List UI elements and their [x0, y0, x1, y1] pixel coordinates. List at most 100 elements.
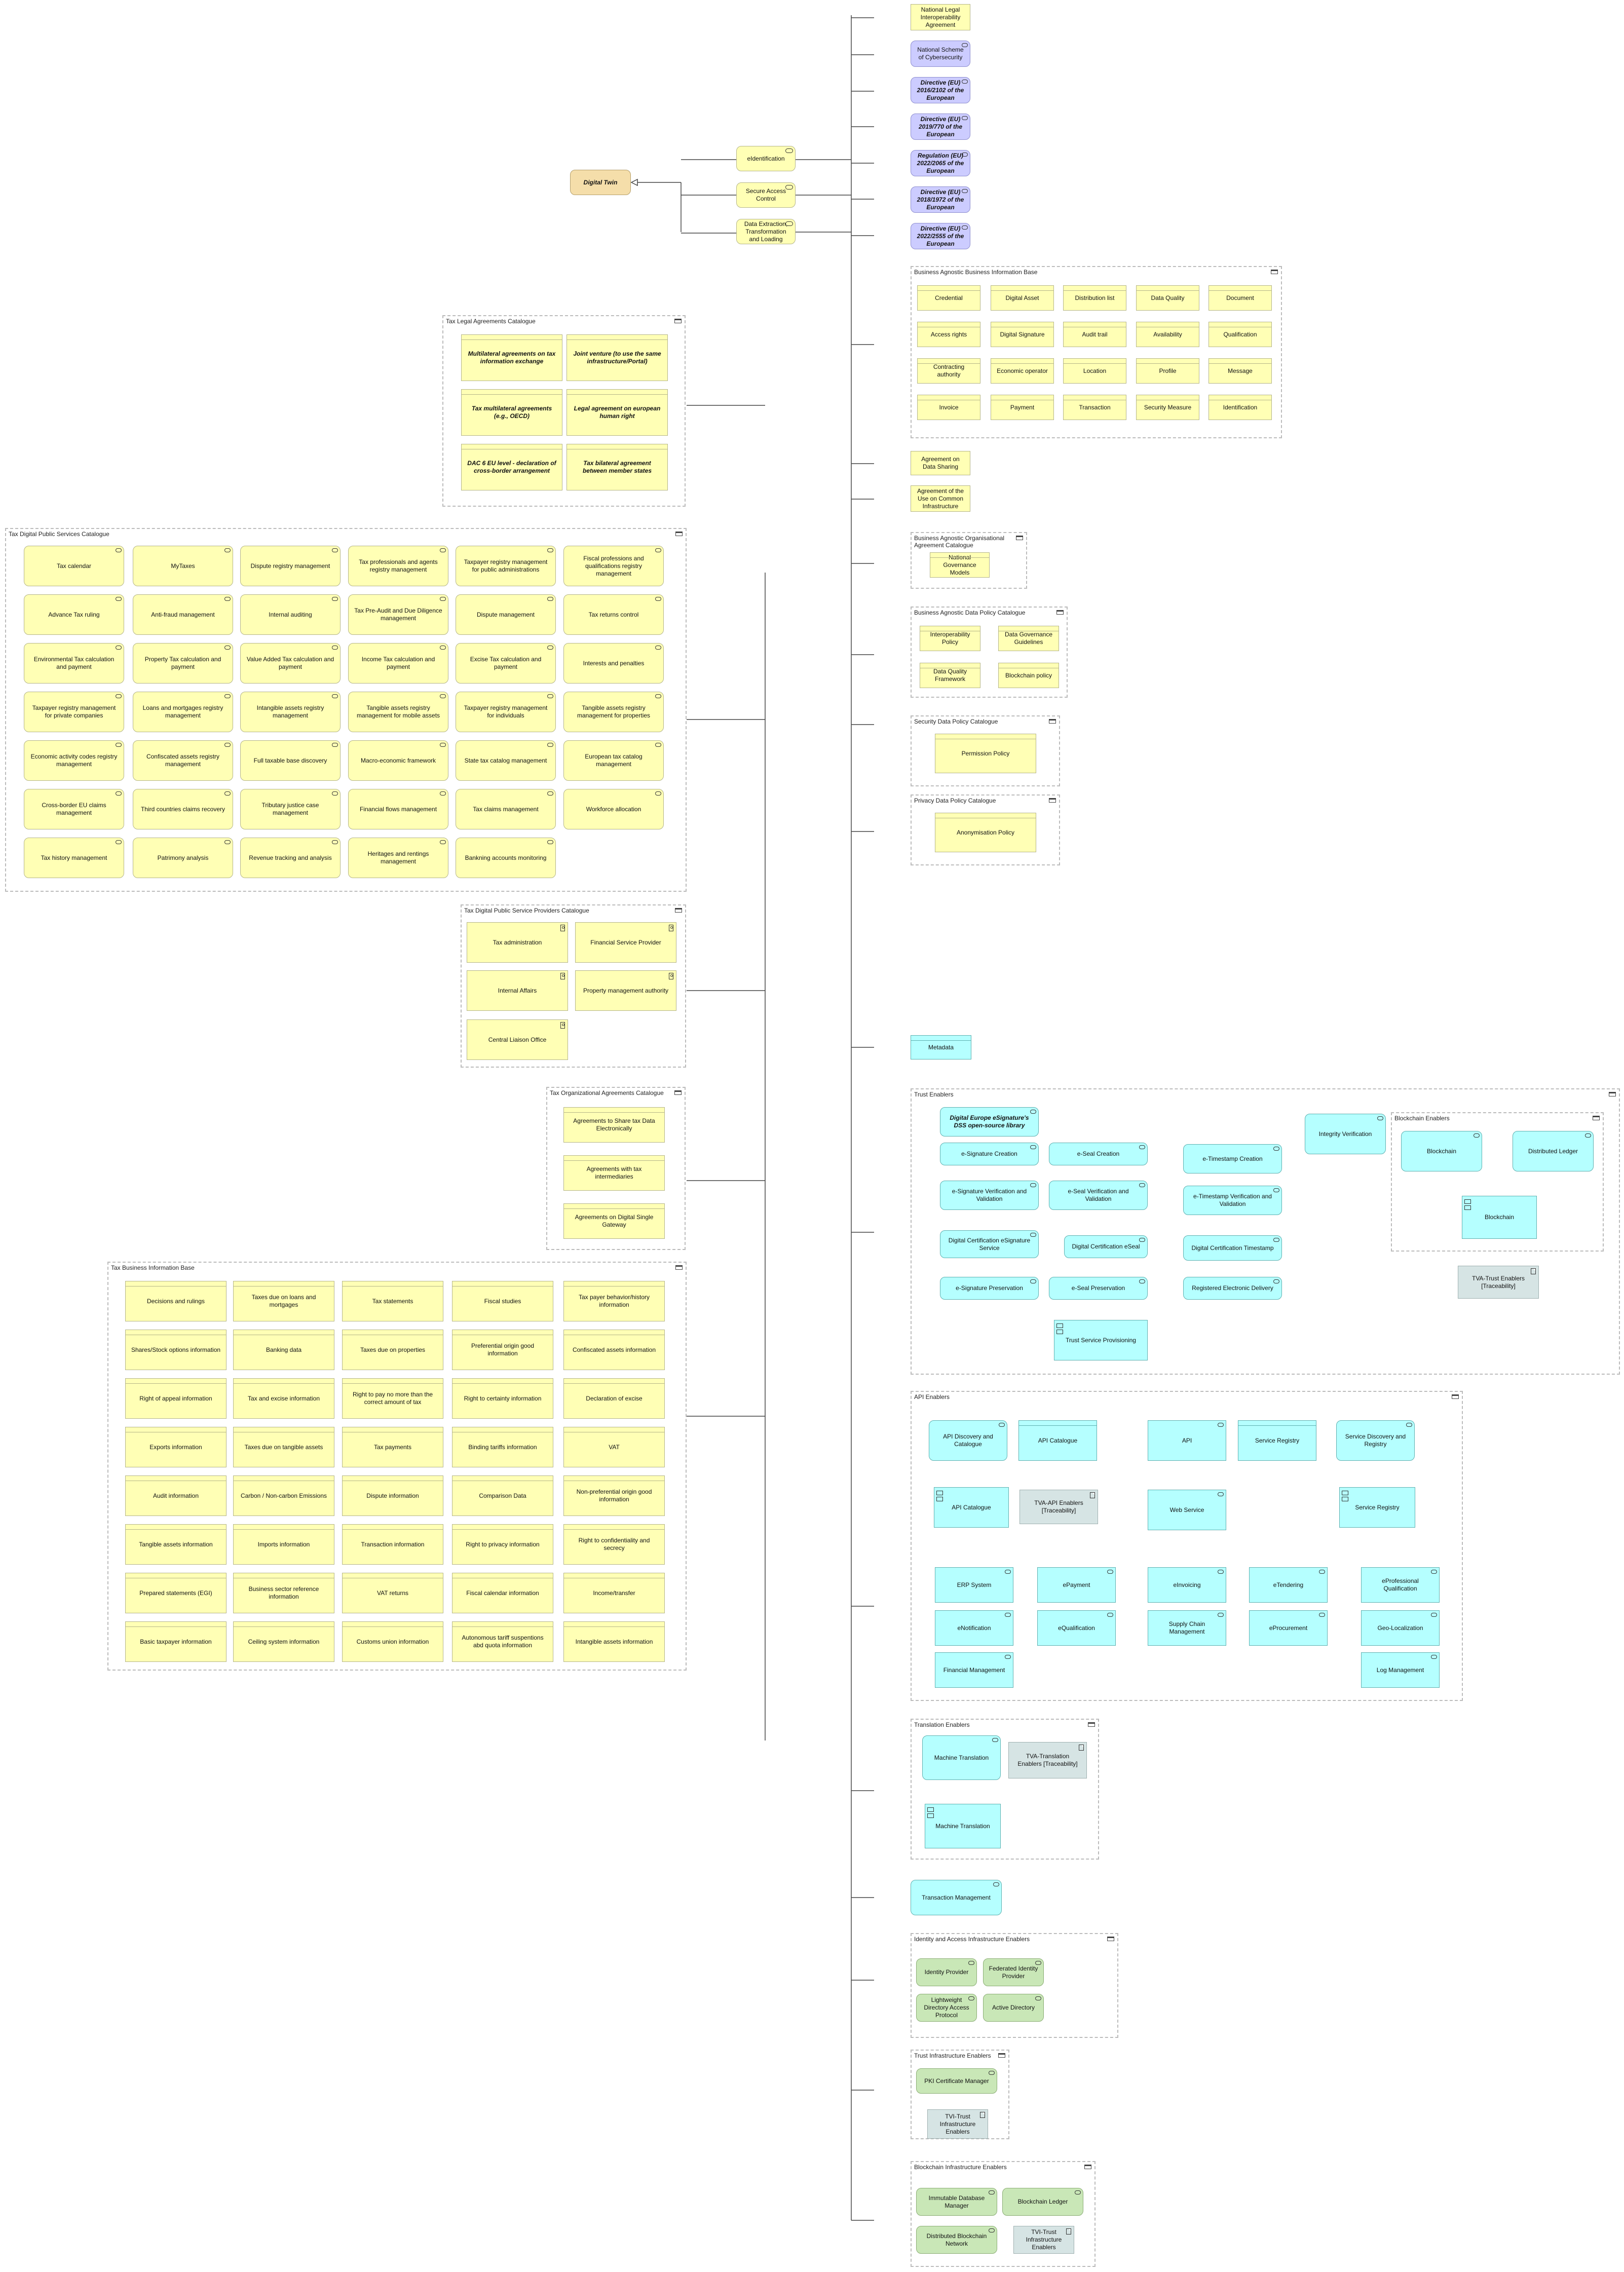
- tax-public-service[interactable]: European tax catalog management: [563, 740, 664, 781]
- tax-business-object[interactable]: Basic taxpayer information: [125, 1621, 226, 1662]
- business-object[interactable]: Economic operator: [991, 358, 1054, 384]
- tax-business-object[interactable]: Non-preferential origin good information: [563, 1475, 665, 1516]
- tax-public-service[interactable]: Tangible assets registry management for …: [563, 692, 664, 732]
- tax-business-object[interactable]: Taxes due on properties: [342, 1330, 443, 1370]
- tax-business-object[interactable]: Taxes due on tangible assets: [233, 1427, 334, 1467]
- legal-agreement[interactable]: DAC 6 EU level - declaration of cross-bo…: [461, 444, 562, 490]
- log-management[interactable]: Log Management: [1361, 1652, 1440, 1688]
- anonymisation-policy[interactable]: Anonymisation Policy: [935, 813, 1036, 852]
- machine-translation-component[interactable]: Machine Translation: [925, 1804, 1001, 1848]
- legal-agreement[interactable]: Legal agreement on european human right: [566, 389, 668, 436]
- legal-agreement[interactable]: Tax bilateral agreement between member s…: [566, 444, 668, 490]
- integrity-verification[interactable]: Integrity Verification: [1305, 1114, 1386, 1154]
- business-object[interactable]: Data Quality: [1136, 285, 1199, 311]
- tax-business-object[interactable]: Tax payments: [342, 1427, 443, 1467]
- blockchain-ledger[interactable]: Blockchain Ledger: [1002, 2188, 1083, 2216]
- right-top-item-3[interactable]: Directive (EU) 2019/770 of the European: [911, 113, 970, 140]
- tax-public-service[interactable]: Tangible assets registry management for …: [348, 692, 448, 732]
- esignature-preservation[interactable]: e-Signature Preservation: [940, 1277, 1039, 1300]
- pki-certificate-manager[interactable]: PKI Certificate Manager: [916, 2068, 997, 2094]
- tax-public-service[interactable]: Confiscated assets registry management: [133, 740, 233, 781]
- tax-business-object[interactable]: Carbon / Non-carbon Emissions: [233, 1475, 334, 1516]
- tax-public-service[interactable]: Taxpayer registry management for individ…: [456, 692, 556, 732]
- business-object[interactable]: Location: [1063, 358, 1126, 384]
- secure-access-control-service[interactable]: Secure Access Control: [736, 182, 796, 208]
- transaction-management-service[interactable]: Transaction Management: [911, 1880, 1002, 1915]
- agreement-data-sharing[interactable]: Agreement on Data Sharing: [911, 451, 970, 475]
- tax-public-service[interactable]: Advance Tax ruling: [24, 594, 124, 635]
- business-object[interactable]: Document: [1208, 285, 1272, 311]
- tax-business-object[interactable]: Confiscated assets information: [563, 1330, 665, 1370]
- tax-business-object[interactable]: Right to certainty information: [452, 1378, 553, 1419]
- tax-public-service[interactable]: Taxpayer registry management for private…: [24, 692, 124, 732]
- distributed-ledger-service[interactable]: Distributed Ledger: [1513, 1131, 1594, 1171]
- tax-public-service[interactable]: Fiscal professions and qualifications re…: [563, 546, 664, 586]
- tax-public-service[interactable]: MyTaxes: [133, 546, 233, 586]
- business-object[interactable]: Audit trail: [1063, 322, 1126, 347]
- organizational-agreement[interactable]: Agreements on Digital Single Gateway: [563, 1203, 665, 1239]
- service-registry-object[interactable]: Service Registry: [1238, 1420, 1316, 1461]
- business-object[interactable]: Invoice: [917, 395, 980, 420]
- tax-business-object[interactable]: Decisions and rulings: [125, 1281, 226, 1321]
- right-top-item-0[interactable]: National Legal Interoperability Agreemen…: [911, 4, 970, 30]
- tax-public-service[interactable]: Revenue tracking and analysis: [240, 838, 341, 878]
- registered-electronic-delivery[interactable]: Registered Electronic Delivery: [1183, 1277, 1282, 1300]
- tax-business-object[interactable]: Intangible assets information: [563, 1621, 665, 1662]
- tax-public-service[interactable]: Tax claims management: [456, 789, 556, 829]
- geo-localization[interactable]: Geo-Localization: [1361, 1610, 1440, 1646]
- trust-infra-note[interactable]: TVI-Trust Infrastructure Enablers: [927, 2109, 988, 2139]
- etendering[interactable]: eTendering: [1249, 1567, 1328, 1603]
- etimestamp-verification[interactable]: e-Timestamp Verification and Validation: [1183, 1186, 1282, 1215]
- business-object[interactable]: Payment: [991, 395, 1054, 420]
- tax-public-service[interactable]: Dispute management: [456, 594, 556, 635]
- api-traceability-note[interactable]: TVA-API Enablers [Traceability]: [1019, 1490, 1098, 1524]
- blockchain-infra-note[interactable]: TVI-Trust Infrastructure Enablers: [1013, 2226, 1074, 2254]
- business-object[interactable]: Security Measure: [1136, 395, 1199, 420]
- tax-business-object[interactable]: Fiscal calendar information: [452, 1573, 553, 1613]
- enotification[interactable]: eNotification: [935, 1610, 1013, 1646]
- data-policy[interactable]: Interoperability Policy: [920, 626, 980, 651]
- business-object[interactable]: Digital Signature: [991, 322, 1054, 347]
- translation-traceability-note[interactable]: TVA-Translation Enablers [Traceability]: [1008, 1742, 1087, 1778]
- tax-business-object[interactable]: Right of appeal information: [125, 1378, 226, 1419]
- esignature-verification[interactable]: e-Signature Verification and Validation: [940, 1181, 1039, 1210]
- tax-business-object[interactable]: Exports information: [125, 1427, 226, 1467]
- service-discovery-registry[interactable]: Service Discovery and Registry: [1336, 1420, 1415, 1461]
- tax-business-object[interactable]: Right to privacy information: [452, 1524, 553, 1565]
- tax-business-object[interactable]: Dispute information: [342, 1475, 443, 1516]
- tax-public-service[interactable]: Workforce allocation: [563, 789, 664, 829]
- tax-public-service[interactable]: Tax Pre-Audit and Due Diligence manageme…: [348, 594, 448, 635]
- business-object[interactable]: Identification: [1208, 395, 1272, 420]
- tax-public-service[interactable]: Tax calendar: [24, 546, 124, 586]
- epayment[interactable]: ePayment: [1037, 1567, 1116, 1603]
- machine-translation-service[interactable]: Machine Translation: [922, 1735, 1001, 1780]
- trust-enablers-traceability[interactable]: TVA-Trust Enablers [Traceability]: [1458, 1266, 1539, 1299]
- legal-agreement[interactable]: Tax multilateral agreements (e.g., OECD): [461, 389, 562, 436]
- eidentification-service[interactable]: eIdentification: [736, 146, 796, 171]
- tax-business-object[interactable]: Binding tariffs information: [452, 1427, 553, 1467]
- right-top-item-6[interactable]: Directive (EU) 2022/2555 of the European: [911, 223, 970, 249]
- eseal-creation[interactable]: e-Seal Creation: [1049, 1143, 1148, 1165]
- tax-public-service[interactable]: Third countries claims recovery: [133, 789, 233, 829]
- tax-public-service[interactable]: Tax professionals and agents registry ma…: [348, 546, 448, 586]
- api-discovery-catalogue[interactable]: API Discovery and Catalogue: [929, 1420, 1007, 1461]
- right-top-item-4[interactable]: Regulation (EU) 2022/2065 of the Europea…: [911, 150, 970, 176]
- legal-agreement[interactable]: Joint venture (to use the same infrastru…: [566, 334, 668, 381]
- organizational-agreement[interactable]: Agreements with tax intermediaries: [563, 1155, 665, 1191]
- identity-infra-service[interactable]: Active Directory: [983, 1994, 1044, 2022]
- tax-public-service[interactable]: Property Tax calculation and payment: [133, 643, 233, 684]
- eseal-preservation[interactable]: e-Seal Preservation: [1049, 1277, 1148, 1300]
- tax-public-service[interactable]: Anti-fraud management: [133, 594, 233, 635]
- tax-business-object[interactable]: Ceiling system information: [233, 1621, 334, 1662]
- tax-business-object[interactable]: Preferential origin good information: [452, 1330, 553, 1370]
- tax-business-object[interactable]: Right to confidentiality and secrecy: [563, 1524, 665, 1565]
- trust-service-provisioning[interactable]: Trust Service Provisioning: [1054, 1320, 1148, 1360]
- tax-public-service[interactable]: Loans and mortgages registry management: [133, 692, 233, 732]
- blockchain-service[interactable]: Blockchain: [1401, 1131, 1482, 1171]
- tax-business-object[interactable]: Shares/Stock options information: [125, 1330, 226, 1370]
- tax-business-object[interactable]: Right to pay no more than the correct am…: [342, 1378, 443, 1419]
- service-provider-actor[interactable]: Central Liaison Office: [467, 1019, 568, 1060]
- tax-business-object[interactable]: Taxes due on loans and mortgages: [233, 1281, 334, 1321]
- tax-public-service[interactable]: State tax catalog management: [456, 740, 556, 781]
- data-policy[interactable]: Data Governance Guidelines: [998, 626, 1059, 651]
